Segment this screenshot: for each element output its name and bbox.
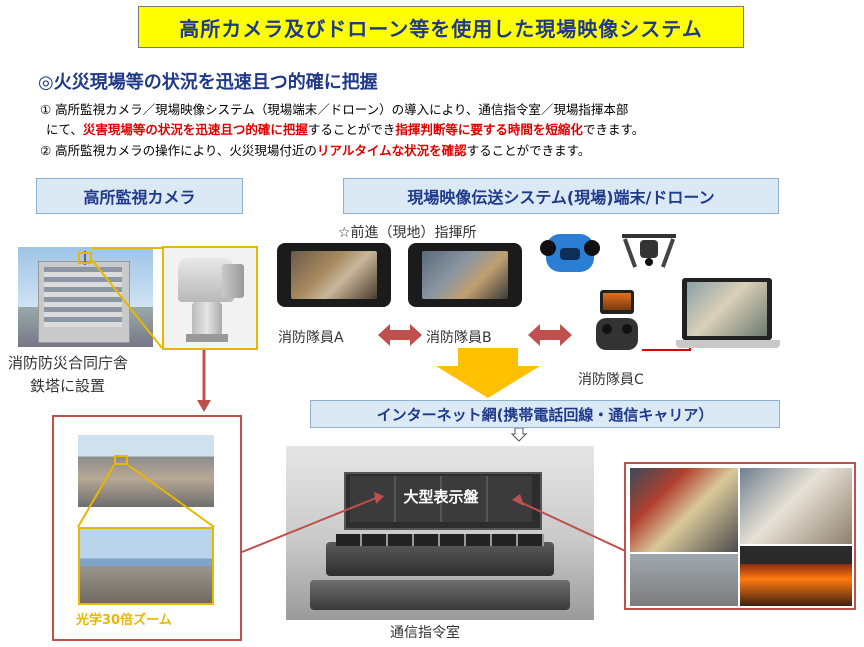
bullet-line-3: ② 高所監視カメラの操作により、火災現場付近のリアルタイムな状況を確認することが… (40, 141, 590, 160)
zoom-image-frame: 光学30倍ズーム (52, 415, 242, 641)
big-down-arrow (436, 348, 540, 400)
bullet-line-2-post: できます。 (583, 122, 644, 137)
building-label-line-1: 消防防災合同庁舎 (8, 352, 128, 373)
bullet-line-2-pre: にて、 (46, 122, 83, 137)
bullet-line-3-post: することができます。 (467, 143, 591, 158)
camera-photo (162, 246, 258, 350)
bullet-line-2: にて、災害現場等の状況を迅速且つ的確に把握することができ指揮判断等に要する時間を… (46, 120, 644, 139)
tablet-b (408, 243, 522, 307)
image-links (236, 480, 656, 600)
building-label-line-2: 鉄塔に設置 (30, 375, 105, 396)
down-arrow-camera (194, 350, 214, 414)
right-section-header: 現場映像伝送システム(現場)端末/ドローン (343, 178, 779, 214)
double-arrow-ab (378, 322, 422, 348)
internet-box: インターネット網(携帯電話回線・通信キャリア） (310, 400, 780, 428)
bullet-line-3-pre: ② 高所監視カメラの操作により、火災現場付近の (40, 143, 317, 158)
bullet-line-1: ① 高所監視カメラ／現場映像システム（現場端末／ドローン）の導入により、通信指令… (40, 100, 628, 119)
double-arrow-bc (528, 322, 572, 348)
firefighter-b-label: 消防隊員B (426, 327, 492, 347)
crash-photo (740, 468, 852, 544)
laptop (676, 278, 780, 368)
left-section-header: 高所監視カメラ (36, 178, 243, 214)
subheading: ◎火災現場等の状況を迅速且つ的確に把握 (38, 68, 378, 94)
zoomed-view-photo (78, 527, 214, 605)
overturned-car-photo (630, 554, 738, 606)
firefighter-a-label: 消防隊員A (278, 327, 344, 347)
accident-photo (630, 468, 738, 552)
bullet-line-2-mid: することができ (308, 122, 396, 137)
bullet-line-2-highlight-2: 指揮判断等に要する時間を短縮化 (395, 122, 583, 137)
command-post-label: ☆前進（現地）指揮所 (338, 222, 477, 242)
small-down-arrow (511, 428, 527, 442)
aerial-drone (618, 232, 680, 276)
wildfire-photo (740, 546, 852, 606)
bullet-line-2-highlight-1: 災害現場等の状況を迅速且つ的確に把握 (83, 122, 308, 137)
zoom-label: 光学30倍ズーム (76, 609, 172, 628)
underwater-drone (540, 226, 600, 280)
field-photos-collage (624, 462, 856, 610)
page-title: 高所カメラ及びドローン等を使用した現場映像システム (138, 6, 744, 48)
tablet-a (277, 243, 391, 307)
bullet-line-3-highlight: リアルタイムな状況を確認 (317, 143, 467, 158)
drone-controller (592, 290, 642, 356)
control-room-label: 通信指令室 (390, 622, 460, 642)
firefighter-c-label: 消防隊員C (578, 369, 644, 389)
